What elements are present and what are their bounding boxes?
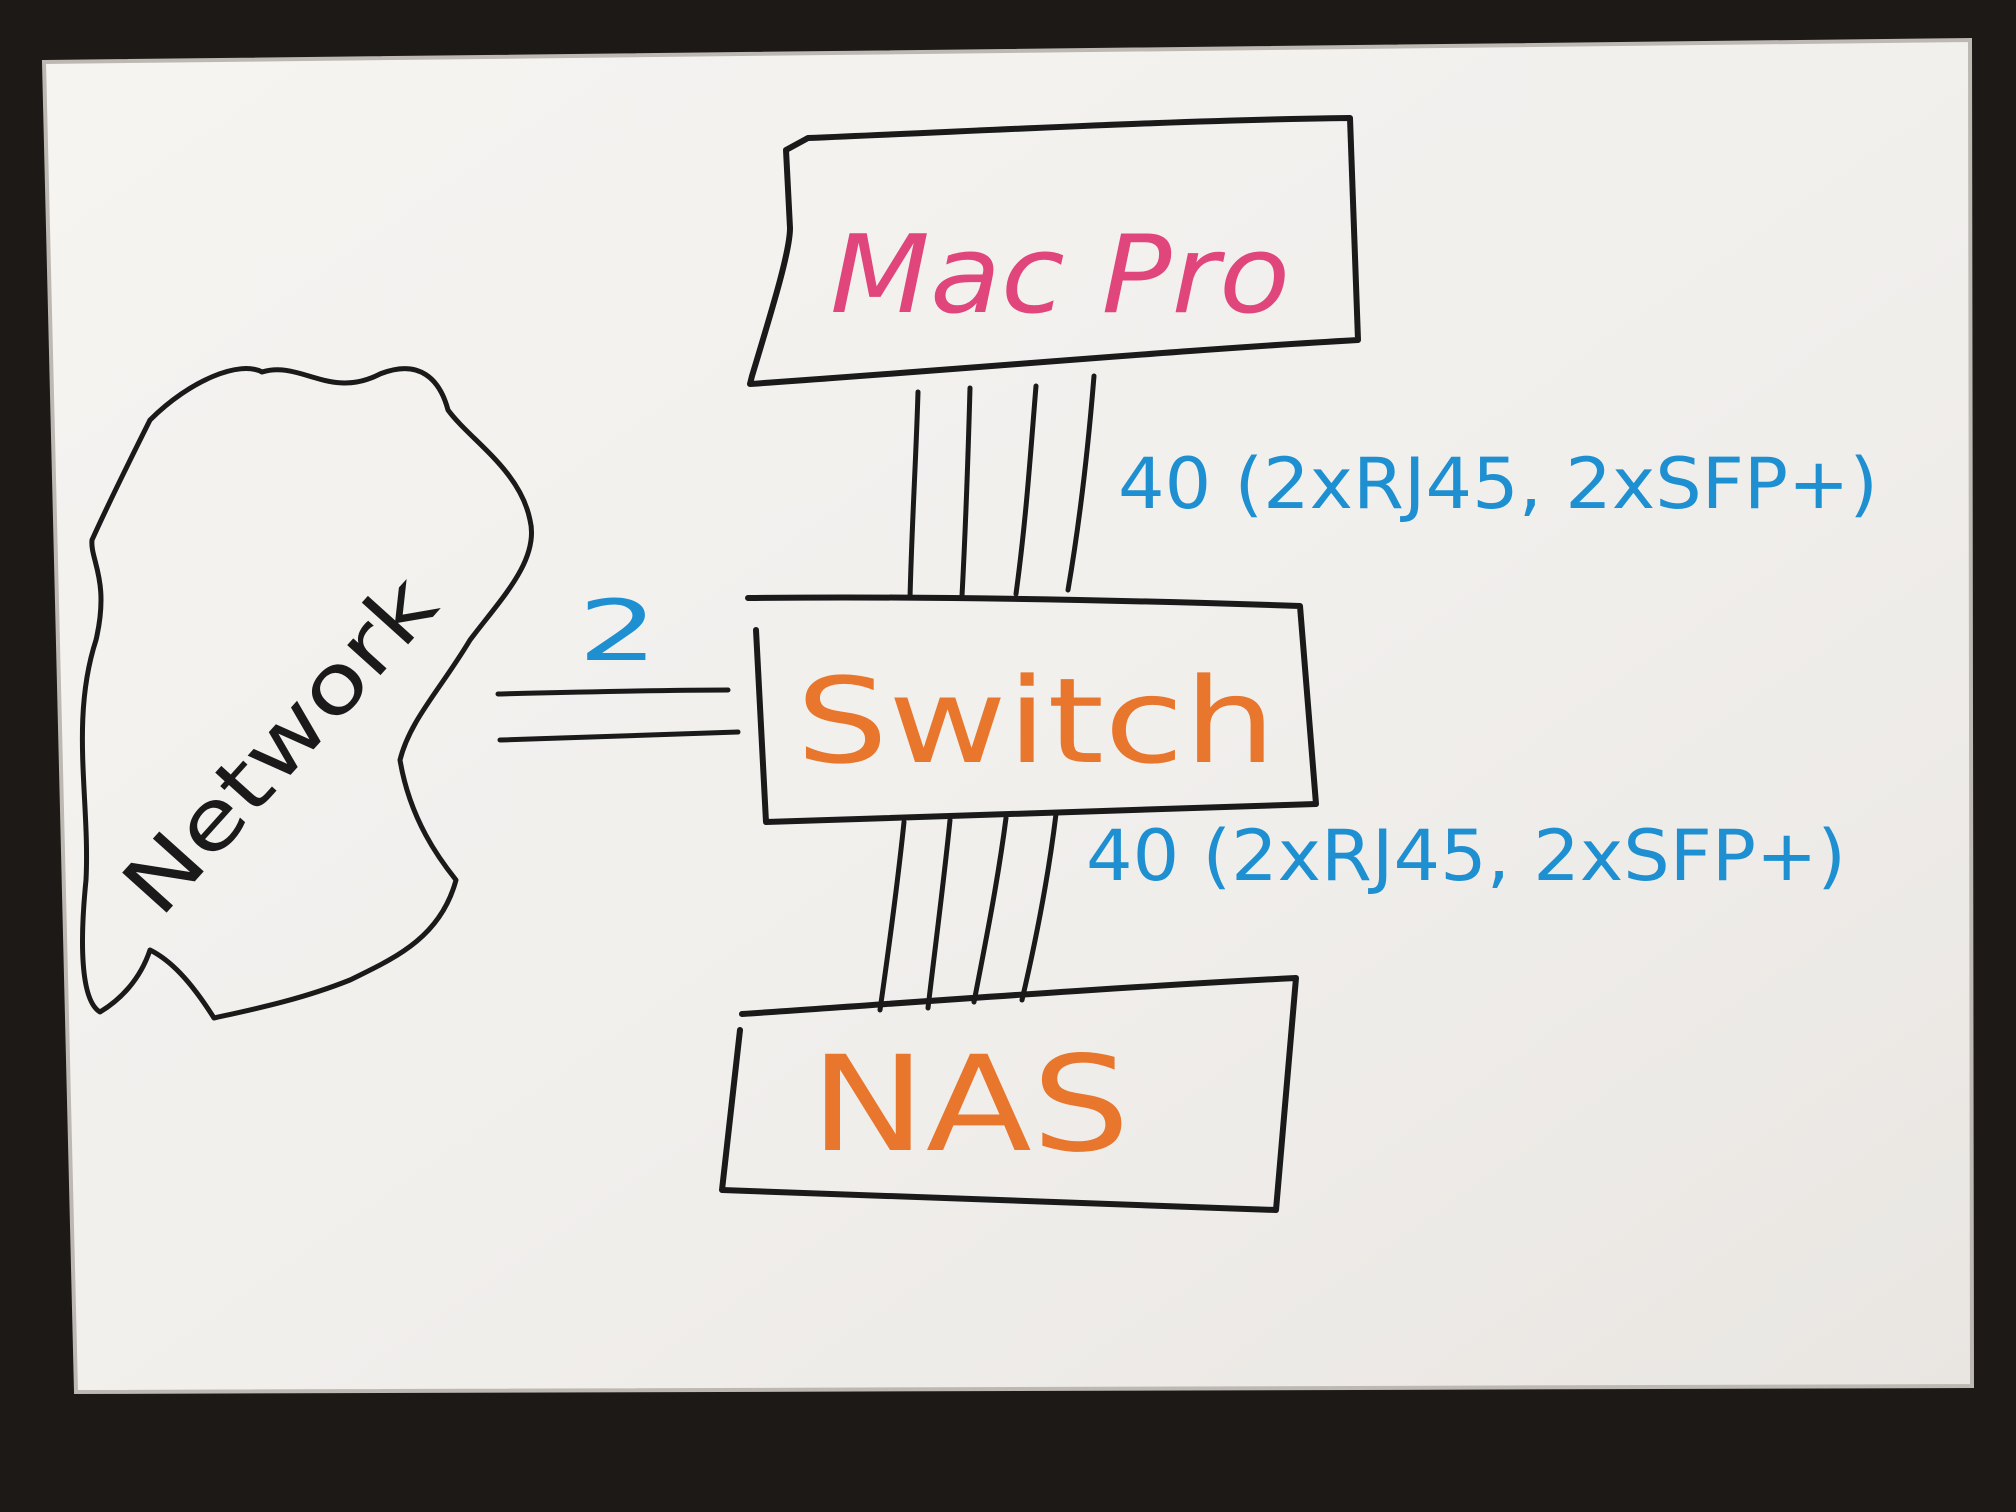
whiteboard-surface (44, 40, 1972, 1392)
cable-line (1065, 373, 1097, 593)
whiteboard-edge (41, 37, 1975, 1395)
cable-line (1013, 383, 1039, 597)
mac-pro-node (747, 115, 1361, 387)
network-to-switch-label: 2 (578, 582, 658, 680)
cable-line (877, 819, 907, 1013)
switch-node (745, 594, 1319, 825)
cable-line (959, 385, 973, 599)
cable-line (1019, 811, 1059, 1003)
cable-line (497, 729, 741, 743)
switch-to-nas-label: 40 (2xRJ45, 2xSFP+) (1086, 815, 1846, 897)
cable-line (495, 687, 731, 697)
mac-to-switch-cables (907, 373, 1097, 601)
network-cloud (79, 366, 534, 1021)
switch-label: Switch (796, 652, 1276, 790)
nas-box (719, 975, 1299, 1213)
nas-node (719, 975, 1299, 1213)
switch-to-nas-cables (877, 811, 1059, 1013)
switch-box (745, 594, 1319, 825)
mac-pro-box (747, 115, 1361, 387)
network-to-switch-cables (495, 687, 741, 743)
network-node (79, 366, 534, 1021)
cable-line (925, 817, 953, 1011)
mac-pro-label: Mac Pro (830, 213, 1290, 338)
cable-line (907, 389, 921, 601)
mac-to-switch-label: 40 (2xRJ45, 2xSFP+) (1118, 443, 1878, 525)
nas-label: NAS (810, 1028, 1130, 1182)
cable-line (971, 815, 1009, 1005)
